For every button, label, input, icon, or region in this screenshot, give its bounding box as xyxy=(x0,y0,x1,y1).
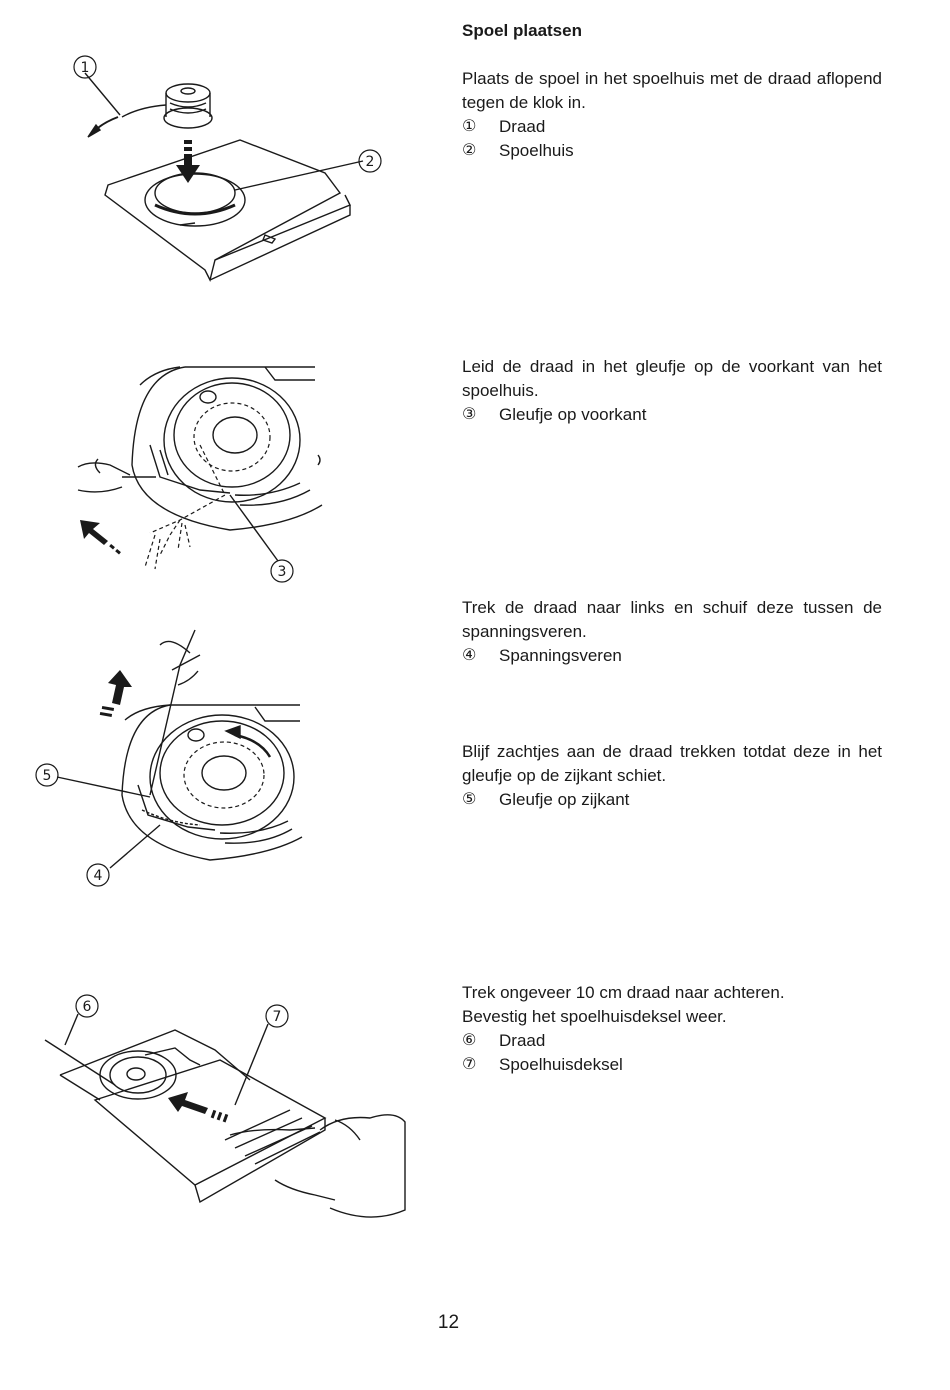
instruction-text: Leid de draad in het gleufje op de voork… xyxy=(462,357,882,400)
list-item: ④ Spanningsveren xyxy=(462,644,882,668)
item-label: Draad xyxy=(499,117,546,136)
page-number: 12 xyxy=(437,1312,460,1333)
section-heading: Spoel plaatsen xyxy=(462,21,582,40)
instruction-line: Bevestig het spoelhuisdeksel weer. xyxy=(462,1007,727,1026)
instruction-text: Blijf zachtjes aan de draad trekken totd… xyxy=(462,742,882,785)
item-label: Spanningsveren xyxy=(499,646,622,665)
list-item: ⑥ Draad xyxy=(462,1029,882,1053)
item-label: Spoelhuis xyxy=(499,141,574,160)
section-front-slot: Leid de draad in het gleufje op de voork… xyxy=(462,355,882,427)
instruction-line: Trek ongeveer 10 cm draad naar achteren. xyxy=(462,983,785,1002)
section-side-slot: Blijf zachtjes aan de draad trekken totd… xyxy=(462,740,882,812)
figure-front-slot: 3 xyxy=(60,355,330,595)
item-number: ① xyxy=(462,118,477,135)
item-number: ③ xyxy=(462,406,477,423)
figure-cover-plate: 6 7 xyxy=(40,990,410,1235)
callout-5: 5 xyxy=(43,768,52,784)
figure-insert-bobbin: 1 2 xyxy=(60,45,390,290)
list-item: ⑤ Gleufje op zijkant xyxy=(462,788,882,812)
callout-3: 3 xyxy=(278,564,287,580)
instruction-text: Plaats de spoel in het spoelhuis met de … xyxy=(462,69,882,112)
item-number: ② xyxy=(462,142,477,159)
list-item: ③ Gleufje op voorkant xyxy=(462,403,882,427)
section-cover-plate: Trek ongeveer 10 cm draad naar achteren.… xyxy=(462,981,882,1077)
list-item: ① Draad xyxy=(462,115,882,139)
figure-tension-springs: 5 4 xyxy=(30,625,320,890)
item-number: ⑦ xyxy=(462,1056,477,1073)
list-item: ② Spoelhuis xyxy=(462,139,882,163)
item-label: Draad xyxy=(499,1031,546,1050)
callout-6: 6 xyxy=(83,999,92,1015)
item-number: ④ xyxy=(462,647,477,664)
list-item: ⑦ Spoelhuisdeksel xyxy=(462,1053,882,1077)
item-label: Gleufje op zijkant xyxy=(499,790,630,809)
callout-4: 4 xyxy=(94,868,103,884)
section-insert-bobbin: Spoel plaatsen Plaats de spoel in het sp… xyxy=(462,19,882,163)
item-label: Spoelhuisdeksel xyxy=(499,1055,623,1074)
item-number: ⑥ xyxy=(462,1032,477,1049)
callout-1: 1 xyxy=(81,60,90,76)
item-label: Gleufje op voorkant xyxy=(499,405,647,424)
instruction-text: Trek de draad naar links en schuif deze … xyxy=(462,598,882,641)
section-tension-springs: Trek de draad naar links en schuif deze … xyxy=(462,596,882,668)
callout-2: 2 xyxy=(366,154,375,170)
item-number: ⑤ xyxy=(462,791,477,808)
callout-7: 7 xyxy=(273,1009,282,1025)
